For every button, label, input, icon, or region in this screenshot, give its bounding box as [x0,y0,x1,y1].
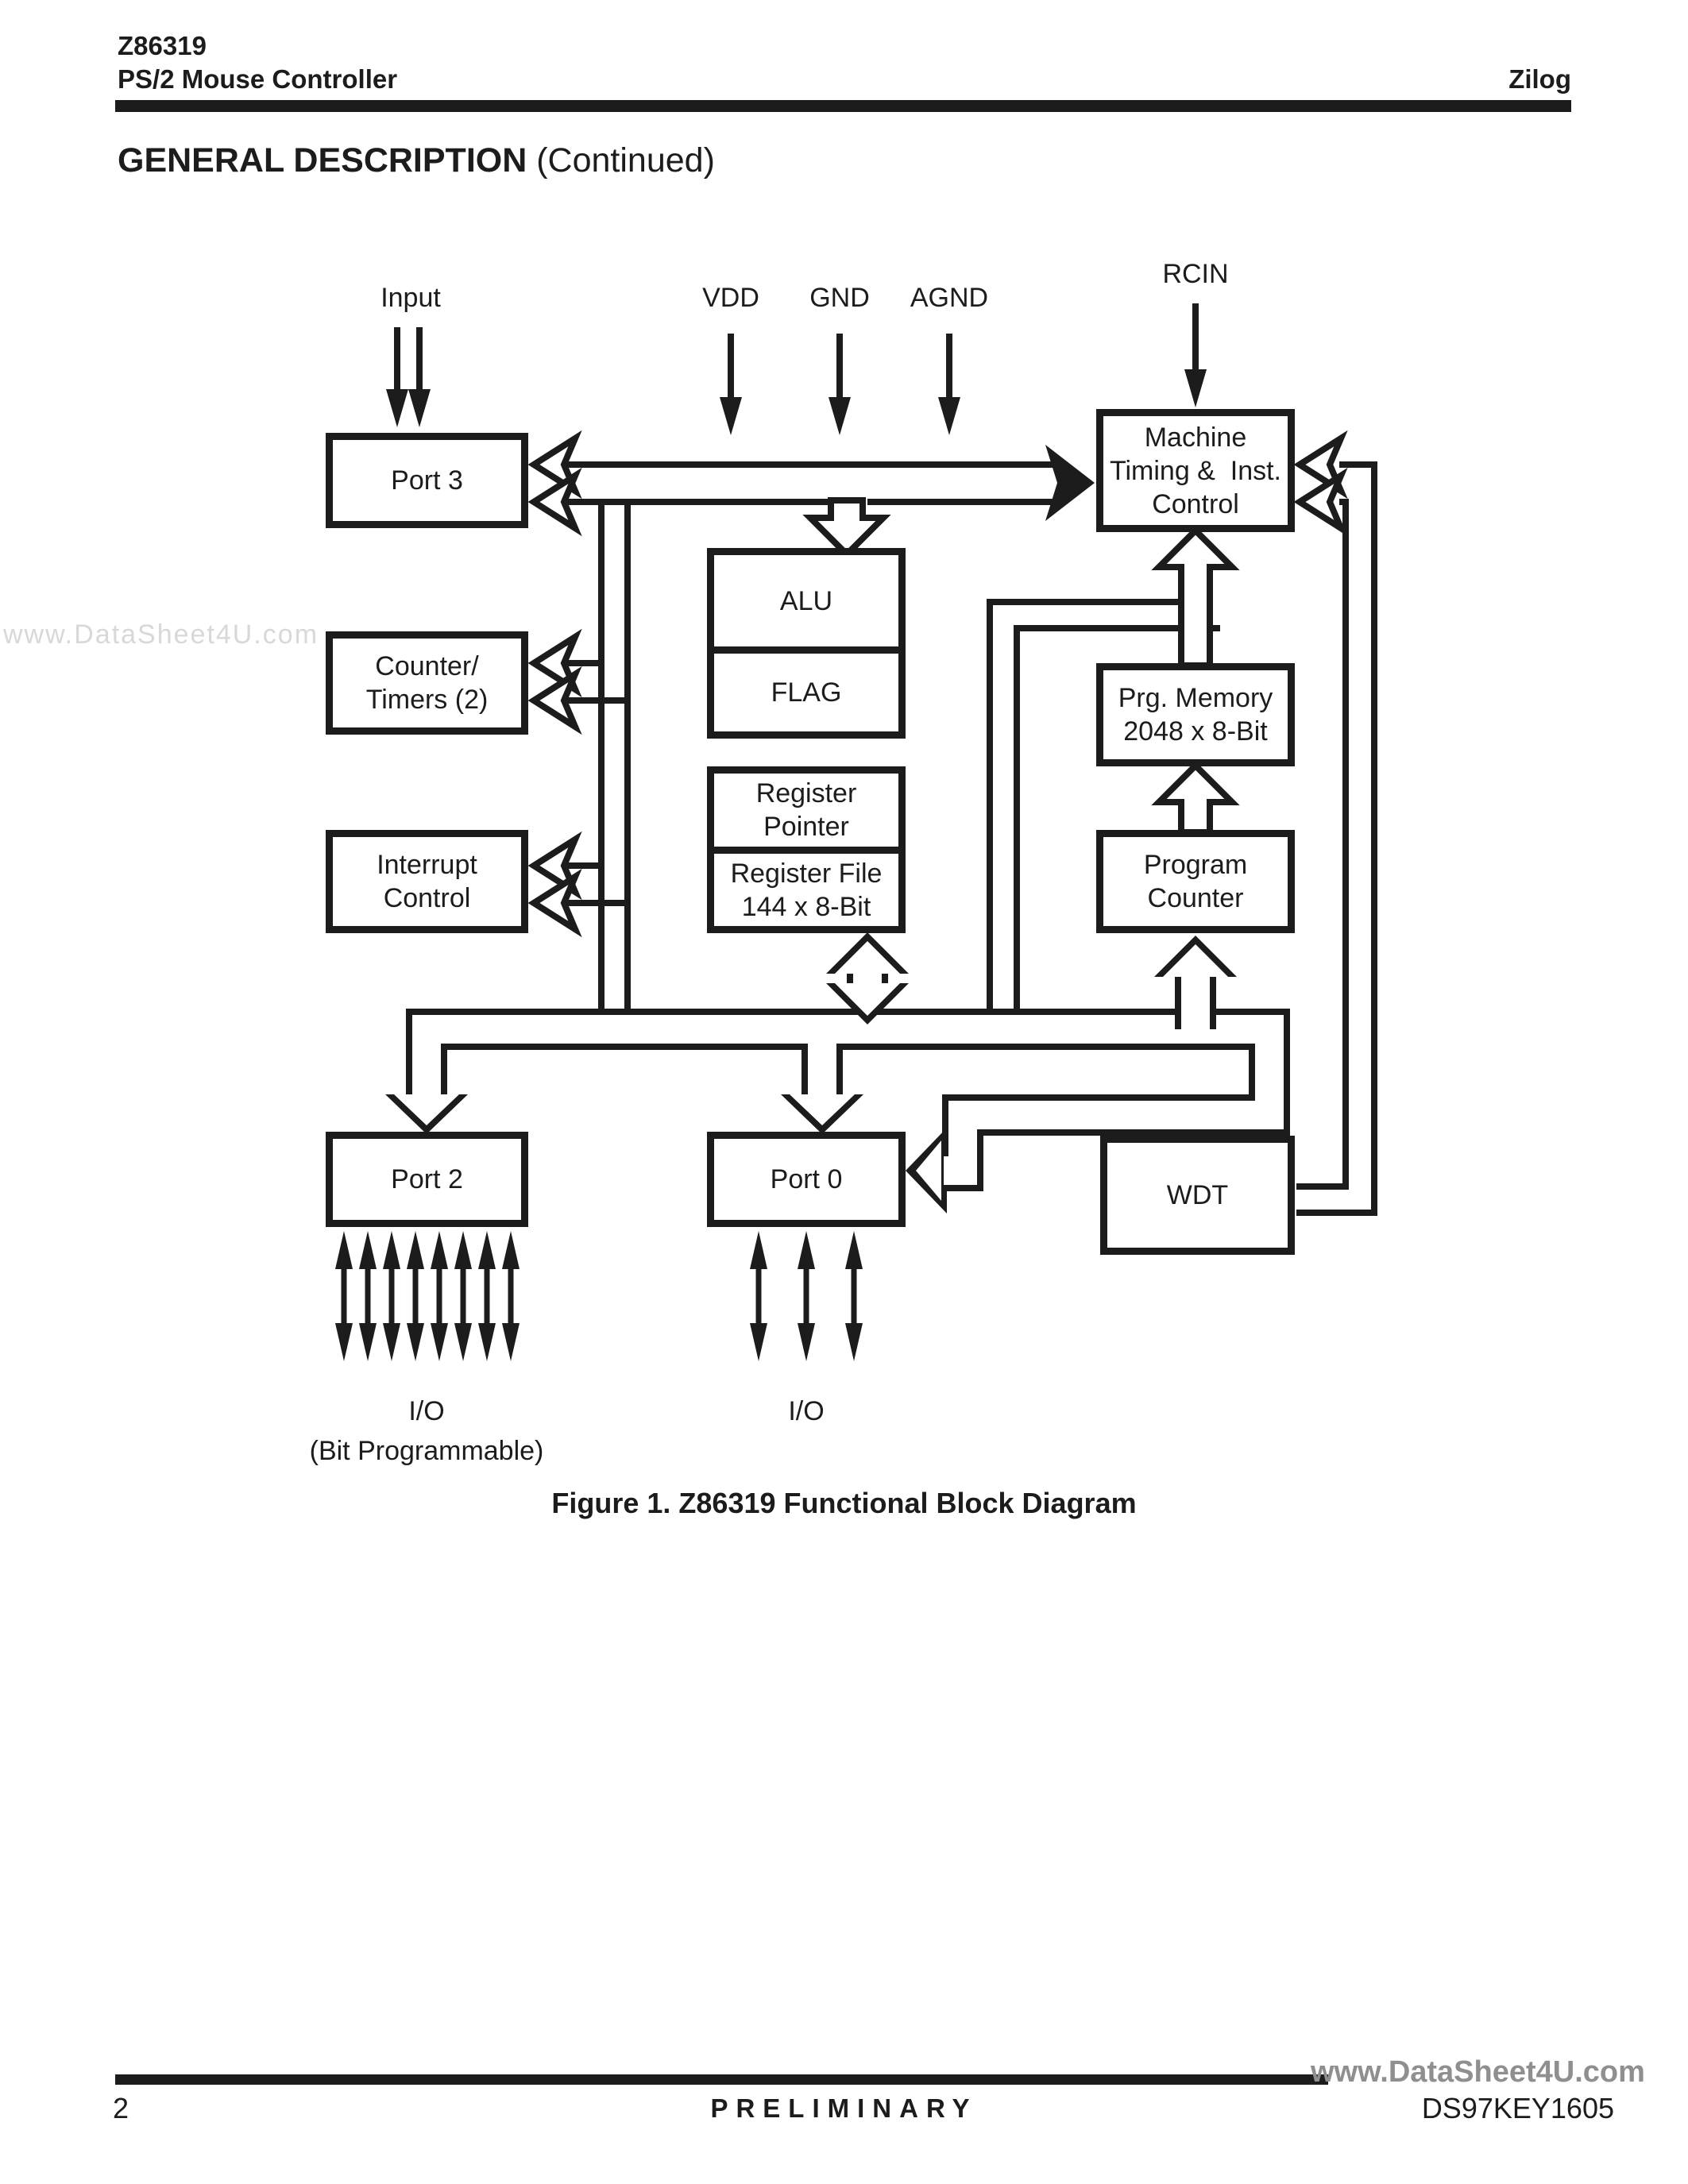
block-machine-timing: Machine Timing & Inst. Control [1096,409,1295,532]
header-part-number: Z86319 [118,31,207,60]
block-wdt: WDT [1100,1136,1295,1255]
footer-doc-id: DS97KEY1605 [1421,2092,1614,2124]
port2-io-note: (Bit Programmable) [309,1436,544,1466]
port2-io-label: I/O [408,1396,445,1426]
footer-page-number: 2 [113,2092,129,2124]
header-rule [115,100,1571,112]
block-port0-label: Port 0 [770,1164,843,1194]
wdt-return-inner [1296,499,1349,1190]
block-machine-timing-line2: Timing & Inst. [1109,455,1282,486]
block-prg-memory: Prg. Memory 2048 x 8-Bit [1096,663,1295,766]
bus-to-alu-arrow [802,497,891,559]
block-machine-timing-line3: Control [1152,488,1239,519]
footer-watermark: www.DataSheet4U.com [1311,2055,1645,2089]
block-flag-label: FLAG [771,677,842,708]
pc-to-prgmem-arrow [1151,761,1240,835]
block-register-file-line1: Register File [730,858,883,889]
header-product-name: PS/2 Mouse Controller [118,64,398,94]
counter-arrowhead-2 [527,666,582,735]
block-port2: Port 2 [326,1132,528,1227]
block-interrupt-control: Interrupt Control [326,830,528,933]
block-program-counter-line2: Counter [1147,883,1244,913]
section-title-main: GENERAL DESCRIPTION [118,141,527,179]
mt-feed-left [987,599,1185,1012]
pin-label-gnd: GND [809,283,870,313]
block-register-file: Register File 144 x 8-Bit [714,847,898,926]
block-register-pointer-line2: Pointer [763,812,849,842]
section-title-note: (Continued) [527,141,715,179]
side-watermark: www.DataSheet4U.com [3,619,319,650]
pin-label-rcin: RCIN [1162,259,1229,289]
block-register-pointer: Register Pointer [714,774,898,847]
input-arrowhead-1 [386,389,408,427]
block-wdt-label: WDT [1166,1180,1229,1210]
hollow-arrowheads [527,430,1348,938]
block-port2-label: Port 2 [391,1164,463,1194]
block-program-counter: Program Counter [1096,830,1295,933]
block-alu-label: ALU [779,585,833,616]
block-alu-flag: ALU FLAG [707,548,906,739]
rcin-arrowhead [1184,369,1207,407]
figure-caption: Figure 1. Z86319 Functional Block Diagra… [551,1487,1137,1519]
interrupt-arrowhead-2 [527,868,582,938]
footer-status: PRELIMINARY [710,2093,978,2123]
block-counter-timers-line2: Timers (2) [365,685,489,715]
footer-rule [115,2074,1328,2085]
port3-arrowhead-2 [527,467,582,537]
block-interrupt-line2: Control [383,883,471,913]
block-counter-timers-line1: Counter/ [375,651,479,681]
block-machine-timing-line1: Machine [1144,422,1247,453]
block-prg-memory-line1: Prg. Memory [1118,683,1273,713]
mt-left-solid-arrowhead [1045,445,1095,521]
wdt-return-outer [1296,461,1377,1216]
pin-label-vdd: VDD [702,283,759,313]
block-port3: Port 3 [326,433,528,528]
block-port3-label: Port 3 [391,465,463,496]
block-program-counter-line1: Program [1143,850,1248,880]
regfile-bus-biarrow-fill [835,941,900,1016]
gnd-arrowhead [829,397,851,435]
port0-io-label: I/O [788,1396,825,1426]
block-register-stack: Register Pointer Register File 144 x 8-B… [707,766,906,933]
pin-label-agnd: AGND [910,283,989,313]
block-counter-timers: Counter/ Timers (2) [326,631,528,735]
port-io-shafts [341,1264,857,1328]
wide-bus-white [394,1015,1284,1201]
header-brand: Zilog [1508,64,1571,94]
outlined-arrows [802,497,1240,1029]
io-arrowheads [335,1231,863,1361]
solid-arrowheads [386,369,1207,521]
block-alu: ALU [714,555,898,646]
thin-bus-lines [394,303,1377,1216]
block-flag: FLAG [714,646,898,731]
input-arrowhead-2 [408,389,431,427]
vdd-arrowhead [720,397,742,435]
block-port0: Port 0 [707,1132,906,1227]
block-register-pointer-line1: Register [755,778,857,808]
block-register-file-line2: 144 x 8-Bit [741,891,871,922]
agnd-arrowhead [938,397,960,435]
mt-feed-right [1014,625,1220,1012]
bus-to-pc-arrow-fill [1163,944,1228,1029]
block-prg-memory-line2: 2048 x 8-Bit [1123,716,1268,747]
mt-right-arrowhead-2 [1293,467,1348,537]
section-title: GENERAL DESCRIPTION (Continued) [118,141,715,180]
block-interrupt-line1: Interrupt [377,850,477,880]
prgmem-to-mt-arrow [1151,526,1240,669]
pin-label-input: Input [380,283,441,313]
